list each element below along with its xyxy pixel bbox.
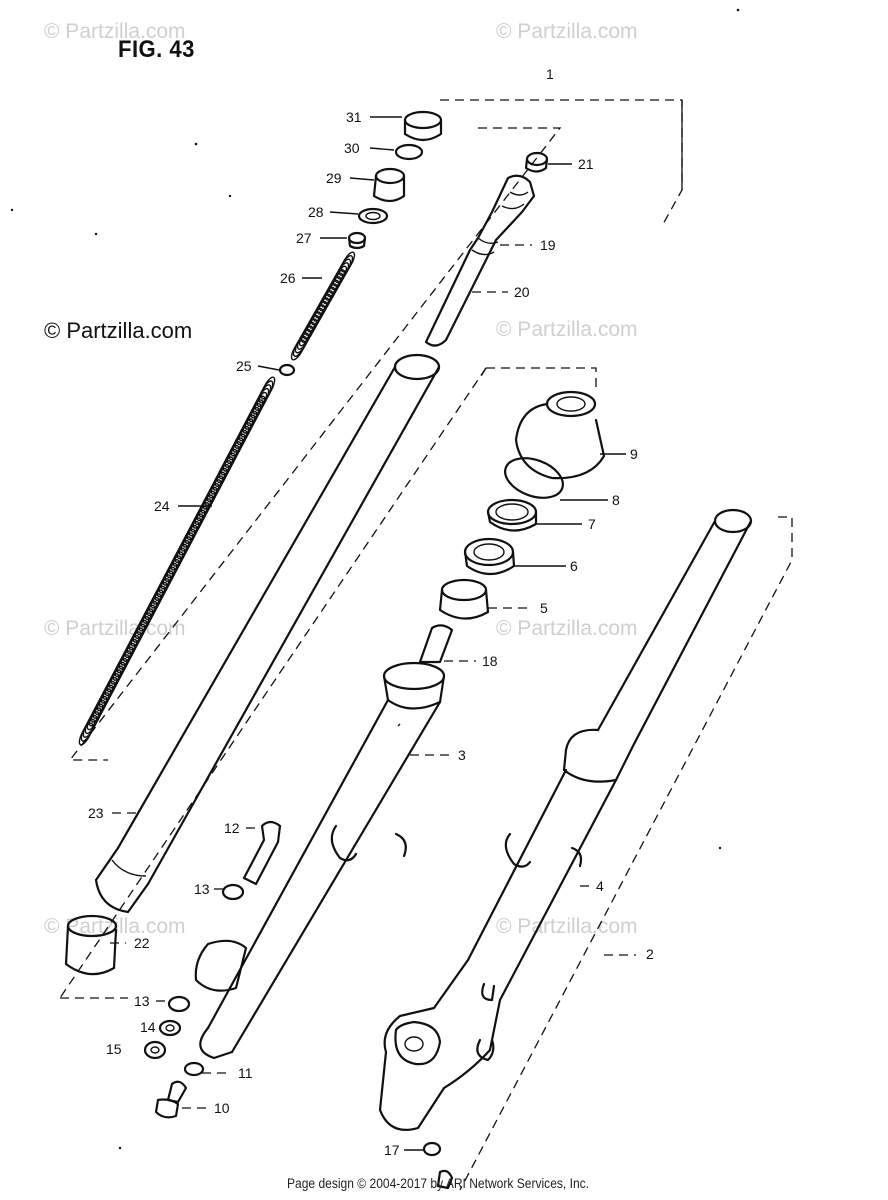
part-11-washer [183,1061,205,1077]
part-18-rod [418,624,454,664]
part-7-spacer [486,498,538,532]
part-21-ring [524,151,549,173]
callout-13: 13 [194,881,210,897]
part-29-collar [372,167,406,203]
callout-25: 25 [236,358,252,374]
part-12-bolt [242,820,282,886]
callout-3: 3 [458,747,466,763]
callout-7: 7 [588,516,596,532]
callout-26: 26 [280,270,296,286]
part-14-nut [158,1019,182,1037]
spring-coil [78,722,94,746]
leader-29 [349,177,375,181]
part-27-seat [347,231,367,250]
watermark: © Partzilla.com [44,915,186,938]
callout-29: 29 [326,170,342,186]
watermark: © Partzilla.com [496,915,638,938]
watermark: © Partzilla.com [44,20,186,43]
lower-inner-bracket-tick [479,367,487,379]
watermark: © Partzilla.com [496,20,638,43]
part-5-bushing [438,578,490,620]
part-10-bolt [154,1080,188,1119]
callout-24: 24 [154,498,170,514]
leader-25 [257,365,280,371]
part-6-oil-seal [463,537,516,576]
figure-title: FIG. 43 [118,36,195,63]
callout-15: 15 [106,1041,122,1057]
part-13-washer [221,883,245,901]
callout-4: 4 [596,878,604,894]
leader-28 [329,211,359,215]
part-8-clip [504,457,564,499]
part-30-o-ring [394,143,424,161]
part-31-cap [403,110,443,142]
callout-28: 28 [308,204,324,220]
part-15-nut [143,1040,167,1060]
part-3-outer-tube [194,661,446,1060]
callout-10: 10 [214,1100,230,1116]
callout-5: 5 [540,600,548,616]
group-bracket-1 [440,99,683,227]
part-20-damper-rod [424,174,536,347]
part-13-washer-lower [167,995,191,1013]
page-footer: Page design © 2004-2017 by ARI Network S… [287,1175,590,1191]
part-25-spacer [278,363,296,377]
callout-21: 21 [578,156,594,172]
part-17-washer [422,1141,442,1157]
part-24-spring [78,376,276,746]
callout-23: 23 [88,805,104,821]
callout-1: 1 [546,66,554,82]
spring-coil [290,339,306,361]
callout-20: 20 [514,284,530,300]
lower-inner-bracket [486,367,597,390]
part-26-spring [290,251,356,361]
callout-27: 27 [296,230,312,246]
lower-inner-bracket-diag [59,367,487,999]
watermark: © Partzilla.com [496,318,638,341]
callout-19: 19 [540,237,556,253]
callout-17: 17 [384,1142,400,1158]
callout-8: 8 [612,492,620,508]
copyright-label: © Partzilla.com [44,318,193,343]
callout-6: 6 [570,558,578,574]
callout-22: 22 [134,935,150,951]
callout-31: 31 [346,109,362,125]
part-23-inner-tube [94,353,441,914]
part-28-washer [357,207,389,225]
callout-18: 18 [482,653,498,669]
callout-9: 9 [630,446,638,462]
callout-13-lower: 13 [134,993,150,1009]
watermark: © Partzilla.com [496,617,638,640]
part-17-bolt [436,1169,454,1190]
part-22-bushing [64,914,118,976]
leader-30 [369,147,395,151]
callout-11: 11 [238,1065,253,1081]
inner-parts-bracket [68,127,562,761]
callout-2: 2 [646,946,654,962]
part-9-dust-seal [514,390,606,480]
group-bracket-2 [459,516,793,1191]
callout-14: 14 [140,1019,156,1035]
callout-12: 12 [224,820,240,836]
watermark: © Partzilla.com [44,617,186,640]
part-4-outer-tube [378,508,753,1131]
callout-30: 30 [344,140,360,156]
